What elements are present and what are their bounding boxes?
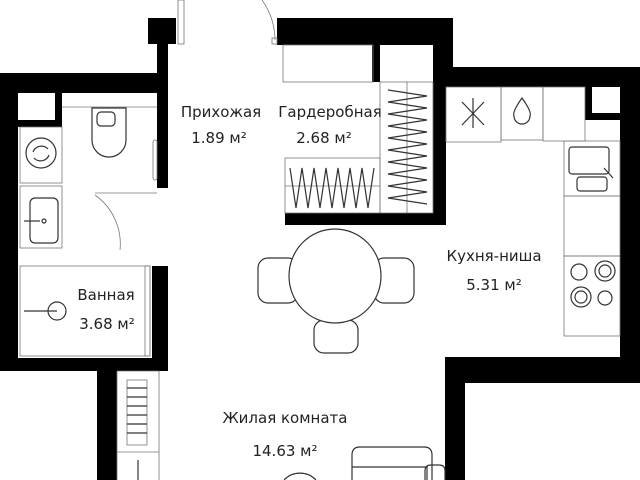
- room-name-kitchen: Кухня-ниша: [446, 247, 541, 265]
- wardrobe-rack: [284, 81, 434, 214]
- stove-icon: [563, 255, 621, 337]
- room-labels: Прихожая 1.89 м² Гардеробная 2.68 м² Кух…: [77, 103, 541, 460]
- water-drop-icon: [513, 96, 531, 125]
- washing-machine-icon: [19, 126, 63, 184]
- room-name-bathroom: Ванная: [77, 286, 134, 304]
- room-area-bathroom: 3.68 м²: [79, 315, 135, 333]
- shelving: [116, 370, 160, 480]
- room-name-hallway: Прихожая: [181, 103, 261, 121]
- bathtub: [19, 265, 151, 357]
- entrance-door: [177, 0, 278, 45]
- room-area-living: 14.63 м²: [252, 442, 317, 460]
- walls: [0, 18, 640, 480]
- dining-table: [257, 228, 415, 354]
- room-area-hallway: 1.89 м²: [191, 129, 247, 147]
- sofa: [351, 446, 446, 480]
- armchair: [283, 472, 317, 480]
- room-area-kitchen: 5.31 м²: [466, 276, 522, 294]
- toilet-icon: [91, 107, 127, 158]
- kitchen-counter: [445, 86, 621, 337]
- sink-icon: [19, 185, 63, 249]
- fan-icon: [461, 98, 485, 128]
- room-name-living: Жилая комната: [223, 409, 348, 427]
- room-name-wardrobe: Гардеробная: [278, 103, 381, 121]
- bathroom-door: [94, 139, 158, 251]
- room-area-wardrobe: 2.68 м²: [296, 129, 352, 147]
- shelf: [282, 44, 374, 83]
- kitchen-sink-icon: [568, 146, 610, 175]
